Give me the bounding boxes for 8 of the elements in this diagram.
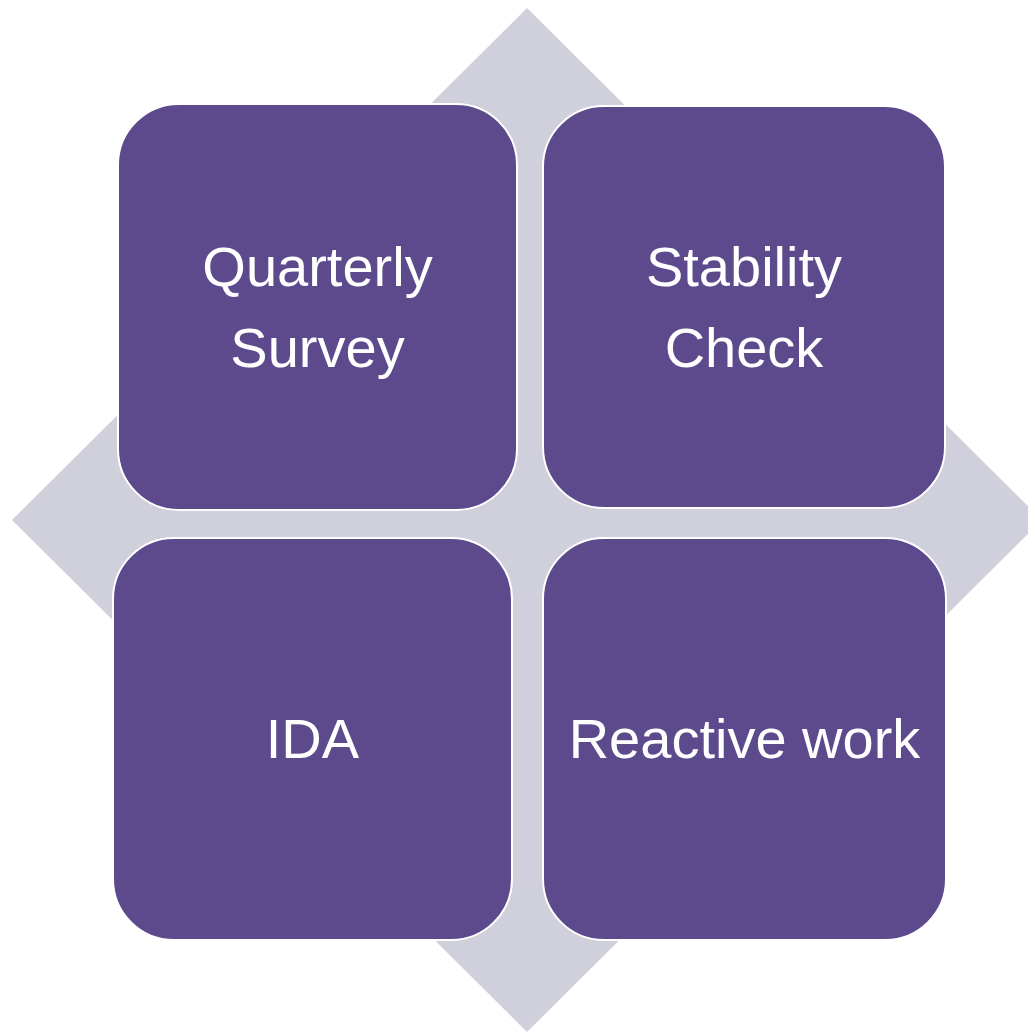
rounded-box xyxy=(117,103,518,511)
box-label: Stability Check xyxy=(644,233,844,381)
rounded-box xyxy=(112,537,513,941)
box-label: Quarterly Survey xyxy=(201,233,434,381)
rounded-box xyxy=(542,537,947,941)
box-label: Reactive work xyxy=(568,706,921,773)
rounded-box xyxy=(542,105,946,509)
box-label: IDA xyxy=(265,706,360,773)
